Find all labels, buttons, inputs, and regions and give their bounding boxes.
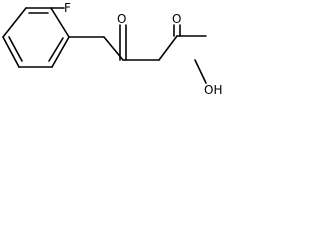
molecule-structure: F O O OH [2,1,222,97]
ring-bond-2 [50,7,70,38]
acid-oxygen-label: O [172,12,181,26]
ketone-oxygen-label: O [117,12,126,26]
hydroxyl-label: OH [204,83,222,97]
ring-double-bond-right [48,37,64,62]
ketone-carbonyl [119,24,127,61]
ring-bond-6 [2,7,27,38]
structure-canvas: F O O OH [0,0,264,98]
fluorine-label: F [64,1,71,15]
ring-bond-3 [51,36,70,68]
ring-bond-5 [2,36,20,68]
ring-double-bond-left [8,36,23,62]
acid-to-hydroxyl-bond [194,59,207,84]
benzene-ring [2,7,70,68]
side-chain [68,35,207,61]
ch2-to-acid-bond [158,35,178,61]
acid-carbonyl [173,24,181,37]
